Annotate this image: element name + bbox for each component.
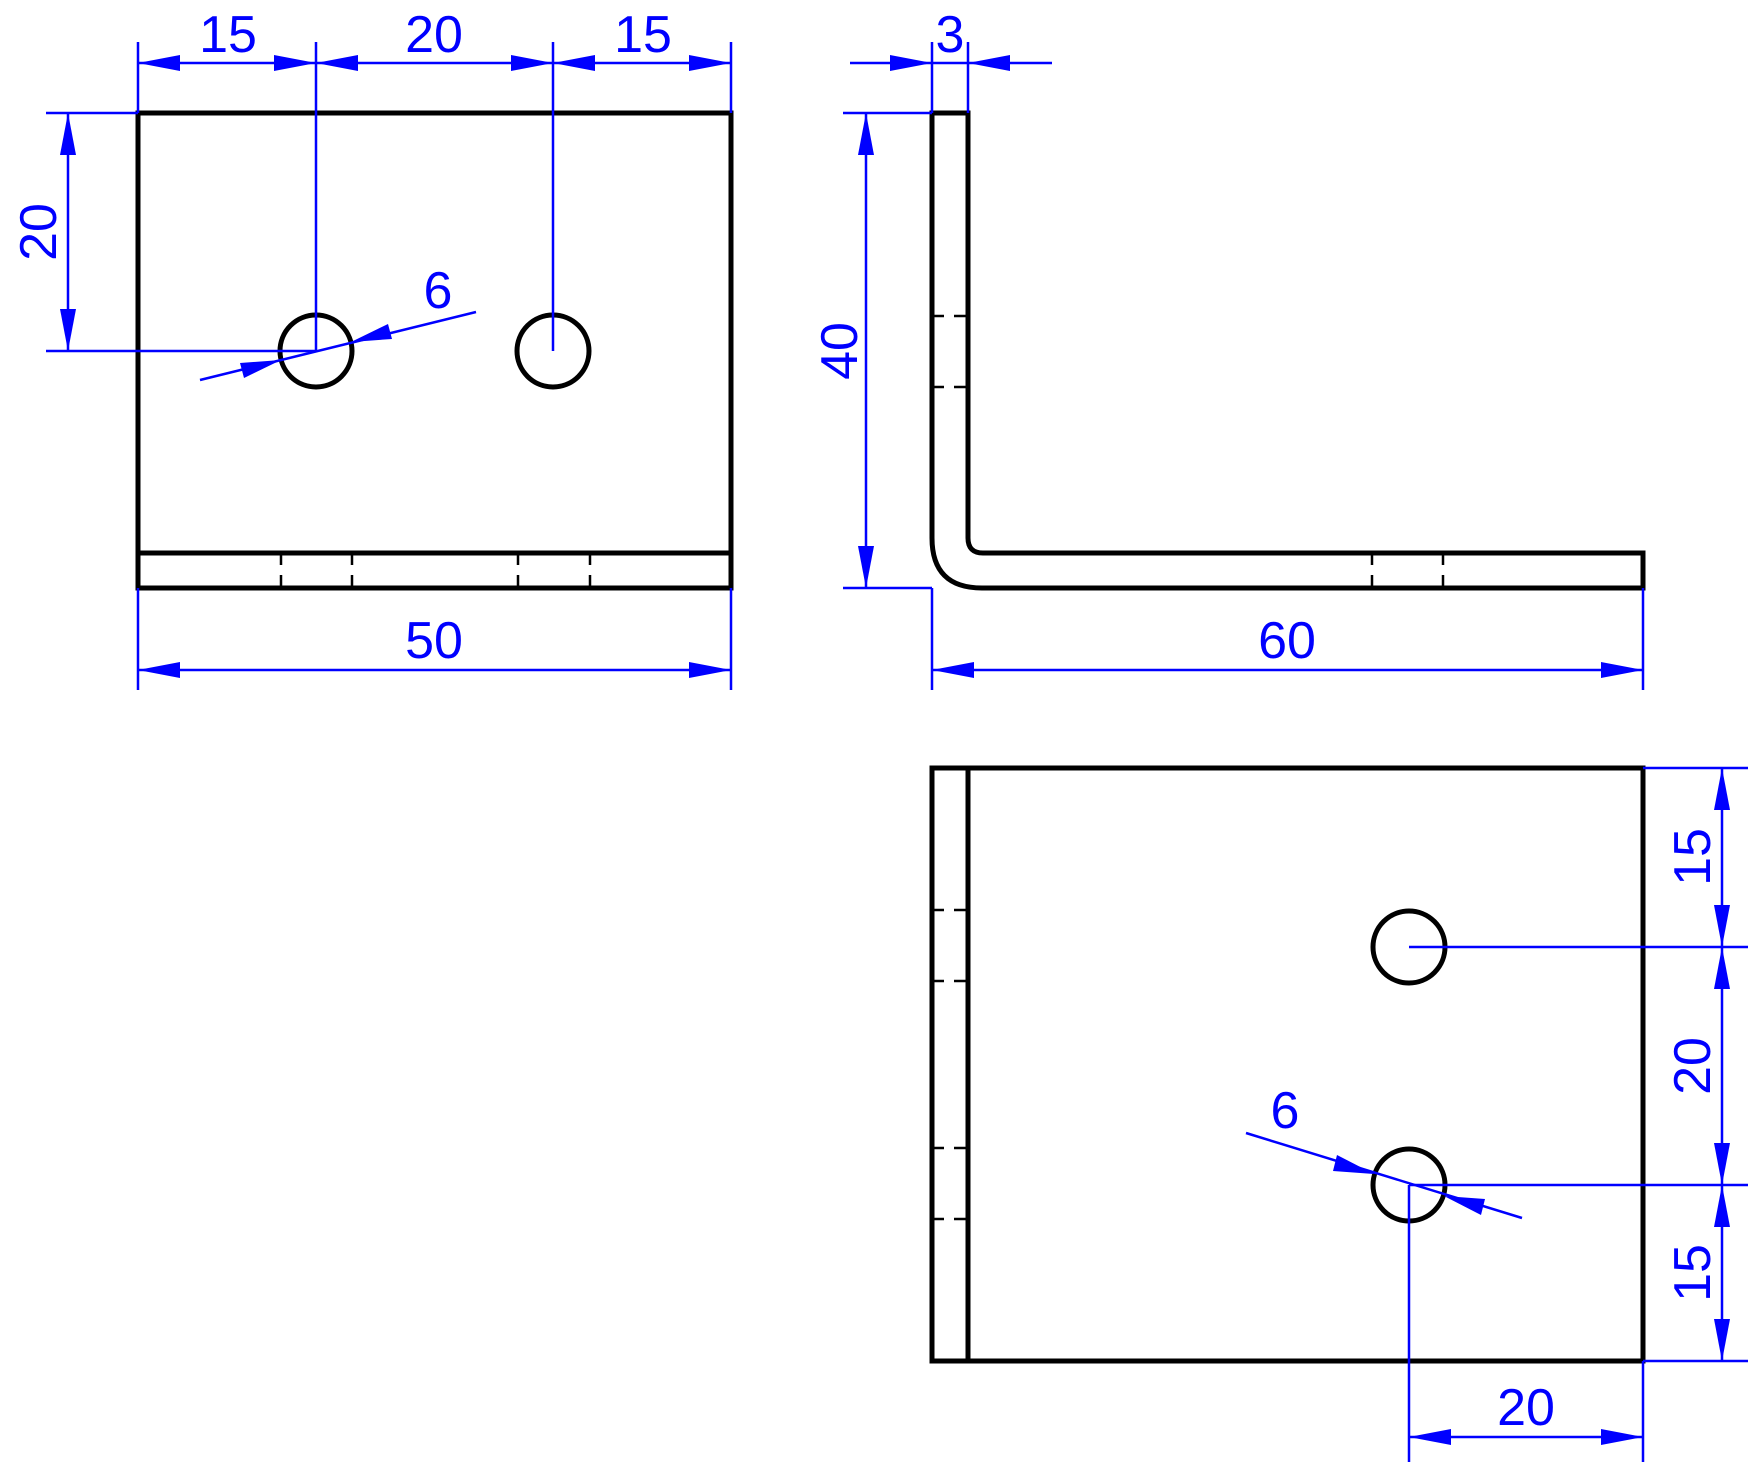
front-view-dimensions: 15 20 15 20 6 50	[10, 6, 733, 690]
top-view-dimensions: 15 20 15 20 6	[1245, 766, 1748, 1462]
dim-hole-offset-text: 20	[1497, 1379, 1555, 1437]
arrowhead	[274, 55, 316, 71]
arrowhead	[1714, 768, 1730, 810]
arrowhead	[1714, 947, 1730, 989]
arrowhead	[689, 55, 731, 71]
side-view	[929, 110, 1646, 591]
arrowhead	[890, 55, 932, 71]
dim-width-text: 50	[405, 612, 463, 670]
arrowhead	[60, 309, 76, 351]
arrowhead	[1601, 1429, 1643, 1445]
top-view-outline	[929, 765, 1646, 1364]
dim-top-hole-spacing-text: 20	[1664, 1037, 1722, 1095]
arrowhead	[858, 546, 874, 588]
dim-top-hole-diameter-text: 6	[1271, 1082, 1300, 1140]
arrowhead	[1601, 662, 1643, 678]
arrowhead	[1444, 1196, 1485, 1215]
arrowhead	[240, 360, 281, 378]
dim-thickness-text: 3	[936, 6, 965, 64]
dim-top-edge-text: 15	[1664, 828, 1722, 886]
dim-hole-diameter-text: 6	[424, 262, 453, 320]
arrowhead	[553, 55, 595, 71]
arrowhead	[1714, 1143, 1730, 1185]
arrowhead	[932, 662, 974, 678]
arrowhead	[1714, 1185, 1730, 1227]
arrowhead	[1714, 905, 1730, 947]
dim-length-text: 60	[1258, 612, 1316, 670]
top-view	[929, 765, 1646, 1364]
arrowhead	[968, 55, 1010, 71]
dim-hole-right-text: 15	[614, 6, 672, 64]
dim-hole-spacing-text: 20	[405, 6, 463, 64]
arrowhead	[138, 662, 180, 678]
arrowhead	[1333, 1155, 1374, 1174]
dim-hole-height-text: 20	[10, 203, 68, 261]
side-view-profile	[929, 110, 1646, 591]
arrowhead	[689, 662, 731, 678]
side-view-dimensions: 3 40 60	[811, 6, 1645, 690]
arrowhead	[1409, 1429, 1451, 1445]
dim-bottom-edge-text: 15	[1664, 1244, 1722, 1302]
arrowhead	[858, 113, 874, 155]
dim-height-text: 40	[811, 322, 869, 380]
arrowhead	[138, 55, 180, 71]
arrowhead	[351, 324, 392, 342]
arrowhead	[60, 113, 76, 155]
arrowhead	[1714, 1319, 1730, 1361]
arrowhead	[511, 55, 553, 71]
arrowhead	[316, 55, 358, 71]
dim-hole-left-text: 15	[199, 6, 257, 64]
